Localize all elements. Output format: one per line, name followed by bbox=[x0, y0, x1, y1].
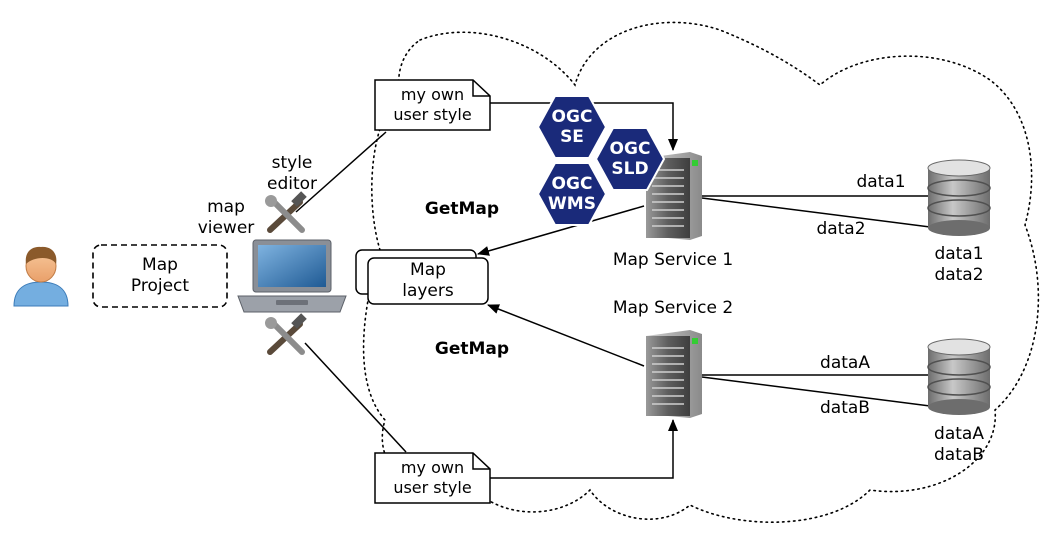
edge-label-dataA: dataA bbox=[820, 353, 870, 373]
ogc-se-line2: SE bbox=[560, 127, 584, 147]
edge-style-to-service2 bbox=[490, 419, 678, 479]
edge-data2 bbox=[701, 197, 931, 228]
style-editor-label: style editor bbox=[266, 153, 318, 194]
map-service-1-label: Map Service 1 bbox=[612, 250, 734, 270]
ogc-se-badge: OGC SE bbox=[536, 95, 608, 159]
ogc-se-line1: OGC bbox=[552, 107, 593, 127]
user-style-top-label: my own user style bbox=[393, 85, 472, 124]
edge-editor-to-style-top bbox=[295, 131, 387, 213]
map-service-2-label: Map Service 2 bbox=[612, 298, 734, 318]
database-1-label: data1 data2 bbox=[934, 244, 984, 285]
edge-getmap-service1 bbox=[477, 205, 645, 256]
map-layers-label: Map layers bbox=[402, 260, 454, 301]
edge-editor-to-style-bottom bbox=[304, 342, 407, 453]
user-style-doc-top bbox=[374, 79, 491, 131]
server-icon-2 bbox=[646, 330, 702, 418]
server-icon-1 bbox=[646, 152, 702, 240]
ogc-sld-badge: OGC SLD bbox=[594, 127, 666, 191]
database-icon-2 bbox=[927, 338, 991, 415]
database-icon-1 bbox=[927, 159, 991, 236]
edge-label-dataB: dataB bbox=[820, 398, 870, 418]
tools-icon bbox=[265, 313, 307, 355]
ogc-sld-line1: OGC bbox=[610, 139, 651, 159]
map-viewer-label: map viewer bbox=[197, 197, 255, 238]
edge-getmap-service2 bbox=[487, 304, 645, 367]
laptop-icon bbox=[237, 239, 347, 313]
ogc-wms-badge: OGC WMS bbox=[536, 162, 608, 226]
user-icon bbox=[13, 246, 69, 307]
edge-dataB bbox=[701, 376, 931, 407]
user-style-bottom-label: my own user style bbox=[393, 458, 472, 497]
map-project-box bbox=[92, 244, 228, 308]
user-style-doc-bottom bbox=[374, 452, 491, 504]
map-layers-box bbox=[367, 257, 489, 305]
getmap-bottom-label: GetMap bbox=[434, 339, 510, 359]
getmap-top-label: GetMap bbox=[424, 199, 500, 219]
cloud-boundary bbox=[362, 21, 1040, 523]
ogc-wms-line2: WMS bbox=[548, 194, 596, 214]
edge-label-data2: data2 bbox=[816, 219, 866, 239]
database-2-label: dataA dataB bbox=[934, 424, 984, 465]
tools-icon bbox=[265, 191, 307, 233]
ogc-wms-line1: OGC bbox=[552, 174, 593, 194]
map-project-label: Map Project bbox=[130, 255, 190, 296]
ogc-sld-line2: SLD bbox=[611, 159, 648, 179]
edge-label-data1: data1 bbox=[856, 172, 906, 192]
